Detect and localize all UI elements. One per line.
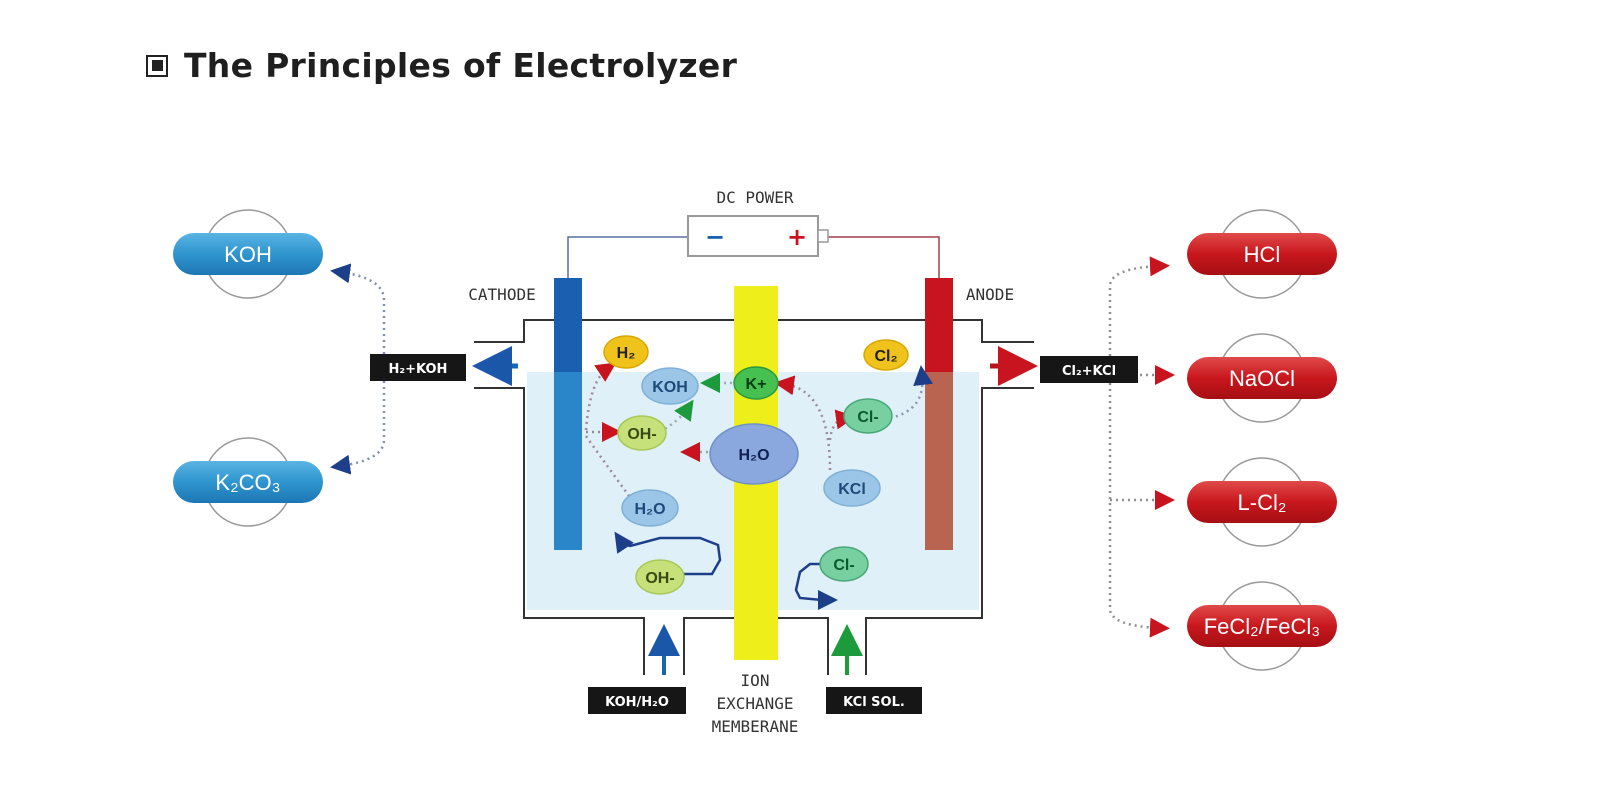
cathode-wire bbox=[567, 236, 688, 278]
internal-flow bbox=[584, 362, 934, 501]
molecule-label: OH- bbox=[627, 426, 656, 443]
molecule-label: KCl bbox=[838, 481, 866, 498]
molecule-h2o-big: H₂O bbox=[709, 423, 799, 485]
cathode-electrode bbox=[554, 278, 582, 550]
molecule-label: H₂O bbox=[634, 501, 665, 518]
pill-body bbox=[173, 233, 323, 275]
molecule-cl1: Cl- bbox=[843, 398, 893, 434]
molecule-bubble bbox=[819, 546, 869, 582]
cathode-label: CATHODE bbox=[468, 285, 535, 304]
kcl-sol-input-box: KCl SOL. bbox=[826, 687, 922, 714]
pill-body bbox=[1187, 233, 1337, 275]
pill-body bbox=[173, 461, 323, 503]
svg-text:H₂+KOH: H₂+KOH bbox=[389, 362, 448, 377]
left-product-flow bbox=[330, 263, 386, 475]
molecule-label: Cl- bbox=[833, 557, 854, 574]
pill-body bbox=[1187, 481, 1337, 523]
molecule-label: H₂O bbox=[738, 447, 769, 464]
koh-h2o-input-box: KOH/H₂O bbox=[588, 687, 686, 714]
membrane-label: ION EXCHANGE MEMBERANE bbox=[712, 671, 799, 736]
molecule-bubble bbox=[863, 339, 909, 371]
right-product-flow bbox=[1108, 256, 1175, 638]
molecule-label: OH- bbox=[645, 570, 674, 587]
left-product-pill: KOH bbox=[173, 209, 323, 299]
oh-circulation-arrow-icon bbox=[614, 531, 722, 576]
anode-label: ANODE bbox=[966, 285, 1014, 304]
pill-body bbox=[1187, 605, 1337, 647]
page-title: The Principles of Electrolyzer bbox=[146, 46, 737, 85]
molecule-label: KOH bbox=[652, 379, 688, 396]
molecule-koh: KOH bbox=[641, 367, 699, 405]
molecule-k-plus: K+ bbox=[733, 366, 779, 400]
dc-power-label: DC POWER bbox=[716, 188, 793, 207]
molecule-bubble bbox=[617, 415, 667, 451]
anode-wire bbox=[828, 236, 940, 278]
product-label: HCl bbox=[1244, 242, 1281, 267]
molecule-label: K+ bbox=[746, 376, 767, 393]
svg-text:MEMBERANE: MEMBERANE bbox=[712, 717, 799, 736]
product-label: FeCl₂/FeCl₃ bbox=[1204, 614, 1321, 639]
h2-koh-output-box: H₂+KOH bbox=[370, 354, 466, 381]
page-title-text: The Principles of Electrolyzer bbox=[184, 46, 738, 85]
molecule-bubble bbox=[621, 489, 679, 527]
molecule-bubble bbox=[843, 398, 893, 434]
molecule-cl2-ion: Cl- bbox=[819, 546, 869, 582]
cl-circulation-arrow-icon bbox=[794, 562, 840, 610]
right-product-pill: HCl bbox=[1187, 209, 1337, 299]
molecule-cl2: Cl₂ bbox=[863, 339, 909, 371]
molecule-bubble bbox=[733, 366, 779, 400]
right-product-pill: L-Cl₂ bbox=[1187, 457, 1337, 547]
molecule-bubble bbox=[823, 469, 881, 507]
svg-text:ION: ION bbox=[741, 671, 770, 690]
svg-text:KOH/H₂O: KOH/H₂O bbox=[605, 695, 669, 710]
svg-text:EXCHANGE: EXCHANGE bbox=[716, 694, 793, 713]
molecule-label: Cl₂ bbox=[874, 348, 897, 365]
dc-power-battery: − + bbox=[687, 215, 829, 257]
molecule-bubble bbox=[635, 559, 685, 595]
battery-plus-sign: + bbox=[787, 223, 807, 251]
molecule-oh2: OH- bbox=[635, 559, 685, 595]
right-product-pill: NaOCl bbox=[1187, 333, 1337, 423]
molecule-bubble bbox=[603, 335, 649, 369]
molecule-h2o-small: H₂O bbox=[621, 489, 679, 527]
battery-minus-sign: − bbox=[705, 223, 725, 251]
molecule-oh1: OH- bbox=[617, 415, 667, 451]
anode-electrode bbox=[925, 278, 953, 550]
molecule-h2: H₂ bbox=[603, 335, 649, 369]
molecule-bubble bbox=[709, 423, 799, 485]
molecule-bubble bbox=[641, 367, 699, 405]
pill-body bbox=[1187, 357, 1337, 399]
left-product-pill: K₂CO₃ bbox=[173, 437, 323, 527]
left-products: KOH K₂CO₃ bbox=[173, 209, 323, 527]
molecule-kcl: KCl bbox=[823, 469, 881, 507]
svg-text:KCl SOL.: KCl SOL. bbox=[843, 695, 905, 710]
molecule-label: Cl- bbox=[857, 409, 878, 426]
square-bullet-icon bbox=[146, 54, 168, 77]
product-label: NaOCl bbox=[1229, 366, 1295, 391]
svg-text:Cl₂+KCl: Cl₂+KCl bbox=[1062, 364, 1116, 379]
product-label: L-Cl₂ bbox=[1238, 490, 1287, 515]
right-product-pill: FeCl₂/FeCl₃ bbox=[1187, 581, 1337, 671]
cl2-kcl-output-box: Cl₂+KCl bbox=[1040, 356, 1138, 383]
molecule-label: H₂ bbox=[617, 345, 636, 362]
product-label: KOH bbox=[224, 242, 272, 267]
product-label: K₂CO₃ bbox=[215, 470, 280, 495]
